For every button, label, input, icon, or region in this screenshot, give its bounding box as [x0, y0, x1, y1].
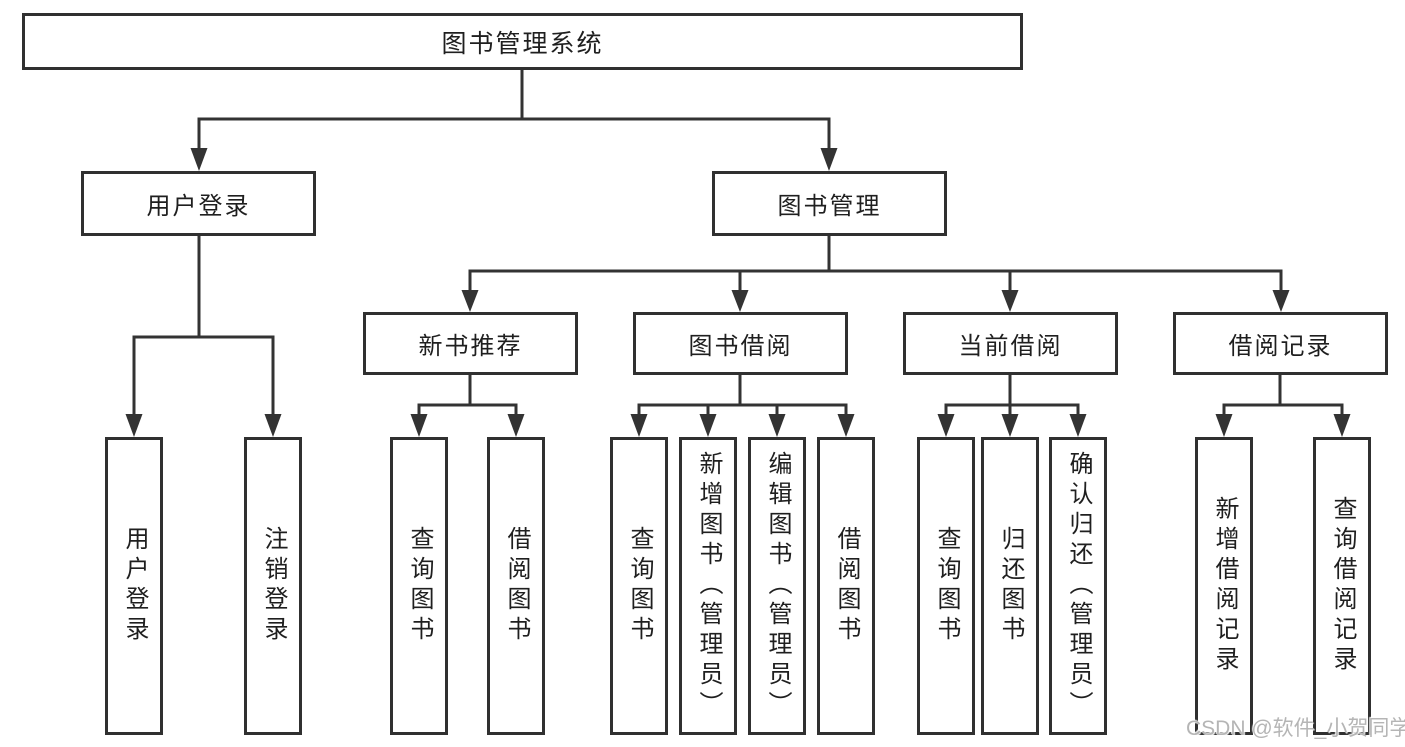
leaf-logout-label: 注销登录 — [260, 526, 287, 646]
node-book-management: 图书管理 — [712, 171, 947, 236]
leaf-borrow-borrow-books: 借阅图书 — [817, 437, 875, 735]
node-borrowing-records: 借阅记录 — [1173, 312, 1388, 375]
leaf-borrow-borrow-books-label: 借阅图书 — [833, 526, 860, 646]
leaf-borrow-query-books: 查询图书 — [610, 437, 668, 735]
leaf-current-return-books-label: 归还图书 — [997, 526, 1024, 646]
leaf-borrow-query-books-label: 查询图书 — [626, 526, 653, 646]
leaf-records-query-record: 查询借阅记录 — [1313, 437, 1371, 735]
leaf-logout: 注销登录 — [244, 437, 302, 735]
node-book-borrowing: 图书借阅 — [633, 312, 848, 375]
leaf-current-confirm-return-admin: 确认归还（管理员） — [1049, 437, 1107, 735]
leaf-records-add-record: 新增借阅记录 — [1195, 437, 1253, 735]
leaf-current-return-books: 归还图书 — [981, 437, 1039, 735]
node-user-login: 用户登录 — [81, 171, 316, 236]
leaf-current-query-books-label: 查询图书 — [933, 526, 960, 646]
node-current-borrowing: 当前借阅 — [903, 312, 1118, 375]
leaf-borrow-add-book-admin: 新增图书（管理员） — [679, 437, 737, 735]
leaf-borrow-add-book-admin-label: 新增图书（管理员） — [695, 451, 722, 721]
leaf-current-query-books: 查询图书 — [917, 437, 975, 735]
leaf-newbook-borrow-books-label: 借阅图书 — [503, 526, 530, 646]
node-new-book-recommendation: 新书推荐 — [363, 312, 578, 375]
leaf-current-confirm-return-admin-label: 确认归还（管理员） — [1065, 451, 1092, 721]
leaf-records-add-record-label: 新增借阅记录 — [1211, 496, 1238, 676]
leaf-newbook-query-books: 查询图书 — [390, 437, 448, 735]
leaf-newbook-borrow-books: 借阅图书 — [487, 437, 545, 735]
leaf-user-login-label: 用户登录 — [121, 526, 148, 646]
leaf-records-query-record-label: 查询借阅记录 — [1329, 496, 1356, 676]
leaf-borrow-edit-book-admin-label: 编辑图书（管理员） — [764, 451, 791, 721]
leaf-newbook-query-books-label: 查询图书 — [406, 526, 433, 646]
leaf-user-login: 用户登录 — [105, 437, 163, 735]
node-library-management-system: 图书管理系统 — [22, 13, 1023, 70]
leaf-borrow-edit-book-admin: 编辑图书（管理员） — [748, 437, 806, 735]
watermark-text: CSDN @软件_小贺同学 — [1186, 717, 1405, 740]
